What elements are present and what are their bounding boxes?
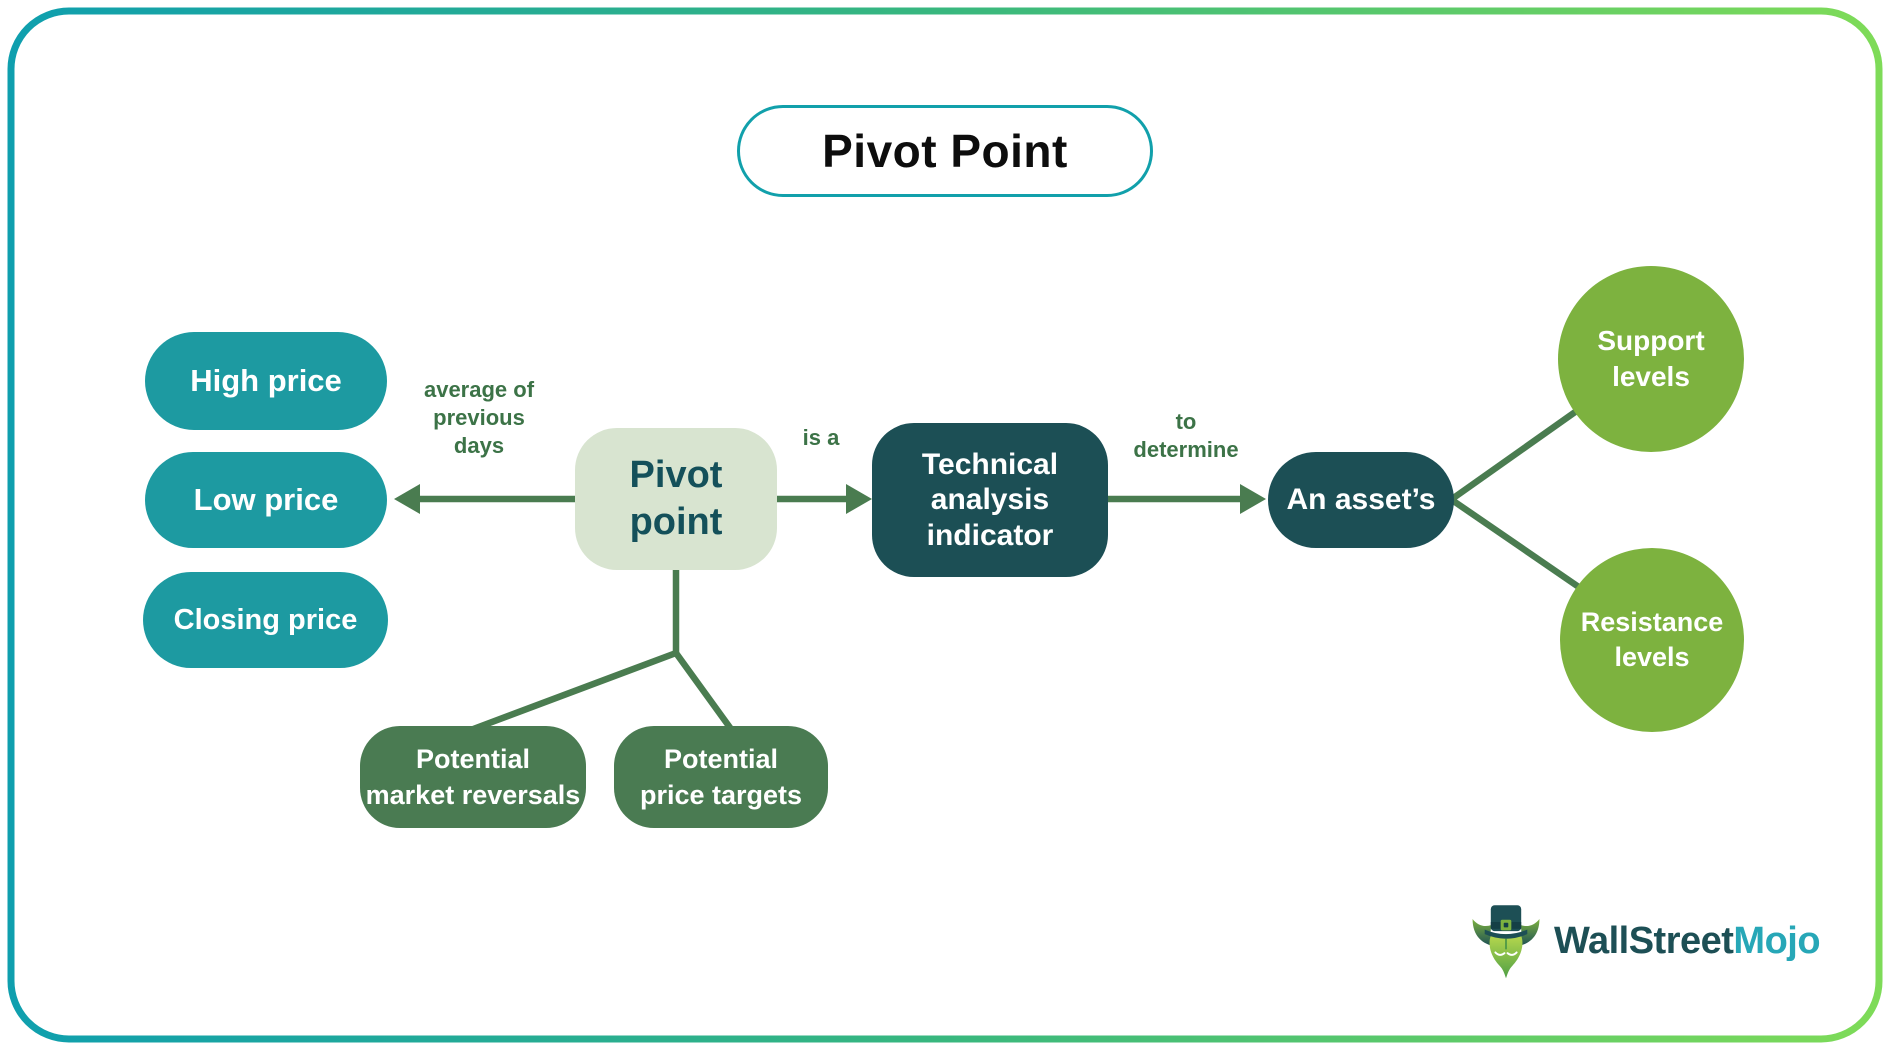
node-potential-market-reversals: Potential market reversals <box>360 726 586 828</box>
wallstreetmojo-logo: WallStreetMojo <box>1468 898 1821 984</box>
logo-text-mojo: Mojo <box>1733 919 1821 962</box>
node-potential-price-targets-label: Potential price targets <box>639 743 803 810</box>
node-support-levels-label: Support levels <box>1597 324 1705 392</box>
node-low-price-label: Low price <box>193 482 339 517</box>
node-an-assets-label: An asset’s <box>1286 483 1436 516</box>
line-junction-to-reversals <box>464 649 680 735</box>
node-technical-analysis-indicator: Technical analysis indicator <box>872 423 1108 577</box>
arrowhead-right2-icon <box>1240 484 1266 514</box>
page-title: Pivot Point <box>737 105 1153 197</box>
node-pivot-point: Pivot point <box>575 428 777 570</box>
edge-label-is-a: is a <box>802 425 840 450</box>
gradient-border-frame <box>7 7 1883 1043</box>
node-high-price-label: High price <box>190 363 342 398</box>
arrowhead-left-icon <box>394 484 420 514</box>
arrowhead-right-icon <box>846 484 872 514</box>
logo-wordmark: WallStreetMojo <box>1554 919 1821 963</box>
node-an-assets: An asset’s <box>1268 452 1454 548</box>
node-support-levels: Support levels <box>1558 266 1744 452</box>
node-resistance-levels: Resistance levels <box>1560 548 1744 732</box>
edge-label-to-determine: to determine <box>1133 409 1239 462</box>
node-resistance-levels-label: Resistance levels <box>1580 606 1724 672</box>
node-pivot-point-label: Pivot point <box>629 453 723 544</box>
node-potential-price-targets: Potential price targets <box>614 726 828 828</box>
page-title-text: Pivot Point <box>822 125 1068 177</box>
node-high-price: High price <box>145 332 387 430</box>
node-closing-price: Closing price <box>143 572 388 668</box>
node-technical-analysis-indicator-label: Technical analysis indicator <box>921 447 1059 552</box>
node-closing-price-label: Closing price <box>173 603 358 636</box>
line-junction-to-targets <box>672 649 735 733</box>
logo-text-wallstreet: WallStreet <box>1554 919 1734 962</box>
edge-label-average-of-previous-days: average of previous days <box>423 377 535 458</box>
node-potential-market-reversals-label: Potential market reversals <box>365 743 581 810</box>
node-low-price: Low price <box>145 452 387 548</box>
bull-mascot-icon <box>1472 905 1540 979</box>
